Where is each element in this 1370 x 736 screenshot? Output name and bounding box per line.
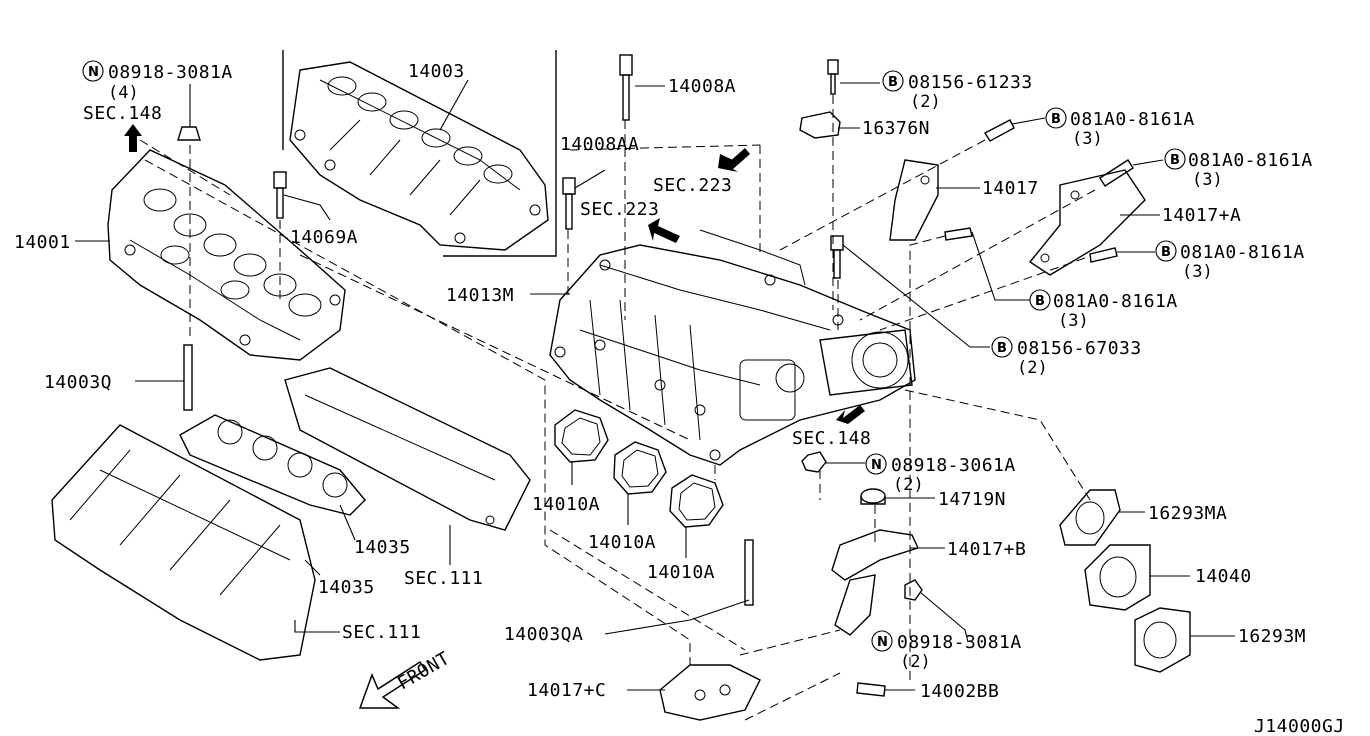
arrow-sec148-top <box>124 124 142 152</box>
label-14008AA: 14008AA <box>560 134 639 155</box>
label-14003Q: 14003Q <box>44 372 112 393</box>
dashed-relations <box>139 95 1096 721</box>
label-14010A-1: 14010A <box>532 494 600 515</box>
label-14035-2: 14035 <box>318 577 375 598</box>
label-08918-3061A-qty: (2) <box>893 475 924 495</box>
bracket-14017C <box>659 664 761 721</box>
label-14002BB: 14002BB <box>920 681 999 702</box>
label-14017: 14017 <box>982 178 1039 199</box>
sym-b-61233: B <box>888 75 898 90</box>
label-sec111-1: SEC.111 <box>404 568 483 589</box>
sym-n-3081a-bot: N <box>877 635 888 650</box>
label-14010A-3: 14010A <box>647 562 715 583</box>
gasket-14035 <box>179 367 531 531</box>
sym-n-3061a: N <box>871 458 882 473</box>
label-14017C: 14017+C <box>527 680 606 701</box>
label-08918-3061A: 08918-3061A <box>891 455 1016 476</box>
leader-lines <box>75 79 1235 691</box>
label-08156-61233-qty: (2) <box>910 92 941 112</box>
fasteners <box>177 54 1134 697</box>
label-sec111-2: SEC.111 <box>342 622 421 643</box>
label-14035-1: 14035 <box>354 537 411 558</box>
bracket-14017B <box>831 529 919 636</box>
label-08918-3081A-top: 08918-3081A <box>108 62 233 83</box>
manifold-14001 <box>107 149 346 361</box>
label-14719N: 14719N <box>938 489 1006 510</box>
sym-b-081a0-1: B <box>1051 112 1061 127</box>
collector-14003 <box>289 61 549 251</box>
label-14017B: 14017+B <box>947 539 1026 560</box>
gasket-16293MA <box>1059 489 1121 546</box>
label-08156-67033: 08156-67033 <box>1017 338 1142 359</box>
intake-manifold-14013M <box>549 229 916 466</box>
label-14001: 14001 <box>14 232 71 253</box>
plate-14040 <box>1084 544 1151 611</box>
label-14040: 14040 <box>1195 566 1252 587</box>
label-14069A: 14069A <box>290 227 358 248</box>
front-label: FRONT <box>394 648 454 695</box>
cap-14719N <box>860 488 886 505</box>
label-081A0-8161A-2: 081A0-8161A <box>1188 150 1313 171</box>
sym-b-081a0-4: B <box>1035 294 1045 309</box>
label-16293MA: 16293MA <box>1148 503 1227 524</box>
arrow-sec223-a <box>718 148 750 172</box>
sym-n-top: N <box>88 65 99 80</box>
label-16293M: 16293M <box>1238 626 1306 647</box>
bracket-14017A <box>1028 169 1146 276</box>
label-081A0-8161A-3: 081A0-8161A <box>1180 242 1305 263</box>
sym-b-67033: B <box>997 341 1007 356</box>
arrows <box>124 124 865 709</box>
label-081A0-8161A-2-qty: (3) <box>1192 170 1223 190</box>
circled-symbols: N B B B B B B N N <box>82 60 1186 652</box>
arrow-sec223-b <box>648 218 680 243</box>
cylinder-head-sec111 <box>51 424 316 661</box>
label-14017A: 14017+A <box>1162 205 1241 226</box>
label-08918-3081A-top-qty: (4) <box>108 83 139 103</box>
label-08156-67033-qty: (2) <box>1017 358 1048 378</box>
label-081A0-8161A-3-qty: (3) <box>1182 262 1213 282</box>
diagram-code: J14000GJ <box>1254 716 1345 736</box>
label-14010A-2: 14010A <box>588 532 656 553</box>
label-14003: 14003 <box>408 61 465 82</box>
label-14003QA: 14003QA <box>504 624 583 645</box>
label-14013M: 14013M <box>446 285 514 306</box>
label-sec223-b: SEC.223 <box>580 199 659 220</box>
label-081A0-8161A-1: 081A0-8161A <box>1070 109 1195 130</box>
label-14008A: 14008A <box>668 76 736 97</box>
front-arrow <box>358 660 427 709</box>
label-08918-3081A-bot: 08918-3081A <box>897 632 1022 653</box>
label-081A0-8161A-1-qty: (3) <box>1072 129 1103 149</box>
label-08918-3081A-bot-qty: (2) <box>900 652 931 672</box>
label-08156-61233: 08156-61233 <box>908 72 1033 93</box>
labels: 08918-3081A (4) SEC.148 14001 14003 1406… <box>14 61 1345 736</box>
label-sec148-top: SEC.148 <box>83 103 162 124</box>
label-sec223-a: SEC.223 <box>653 175 732 196</box>
gaskets-14010A <box>554 409 724 528</box>
label-081A0-8161A-4: 081A0-8161A <box>1053 291 1178 312</box>
arrow-sec148-mid <box>836 405 865 426</box>
label-16376N: 16376N <box>862 118 930 139</box>
sym-b-081a0-3: B <box>1161 245 1171 260</box>
label-sec148-mid: SEC.148 <box>792 428 871 449</box>
bracket-14017 <box>889 159 939 241</box>
sym-b-081a0-2: B <box>1170 153 1180 168</box>
collector-14003-box <box>282 50 557 257</box>
gasket-16293M <box>1134 607 1191 673</box>
label-081A0-8161A-4-qty: (3) <box>1058 311 1089 331</box>
